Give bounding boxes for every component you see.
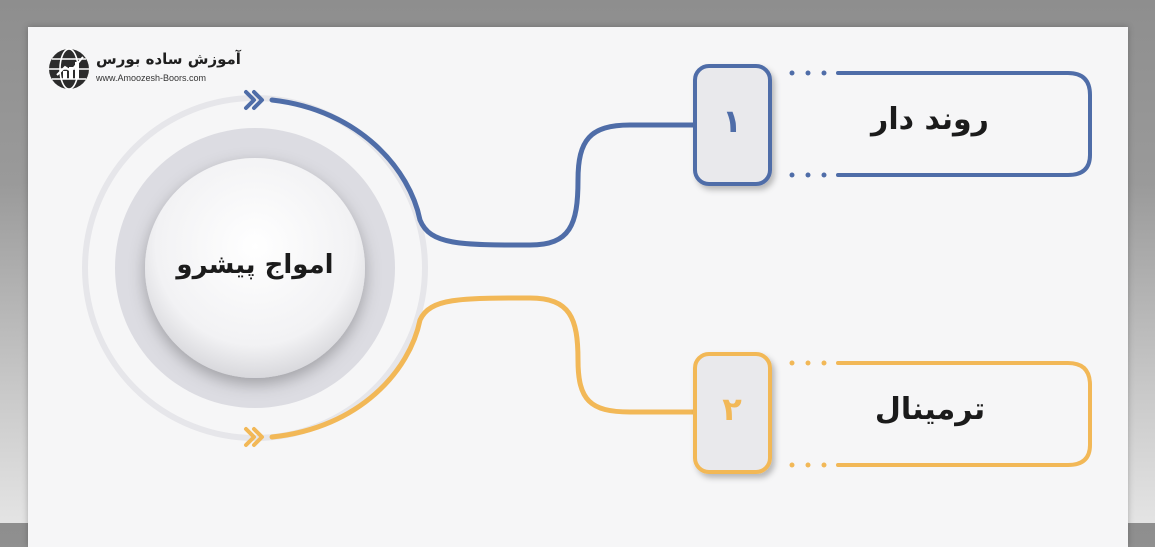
logo-url: www.Amoozesh-Boors.com [96,73,207,83]
center-disc [145,158,365,378]
diagram-canvas [49,48,1092,474]
number-box-2 [693,352,772,474]
item-label-2: ترمینال [874,392,986,427]
dotted-line [789,70,827,178]
item-number-2: ۲ [722,390,742,428]
number-box-1 [693,64,772,186]
item-number-1: ۱ [722,102,742,140]
chevron-right-icon [244,427,264,447]
label-frame-1 [836,71,1092,177]
item-label-1: روند دار [871,102,989,137]
center-title: امواج پیشرو [176,250,334,280]
connector-2 [269,295,698,440]
logo-title: آموزش ساده بورس [96,50,241,68]
chevron-right-icon [244,90,264,110]
connector-1 [269,97,698,248]
globe-chart-icon [49,48,89,90]
dotted-line [789,360,827,468]
label-frame-2 [836,361,1092,467]
